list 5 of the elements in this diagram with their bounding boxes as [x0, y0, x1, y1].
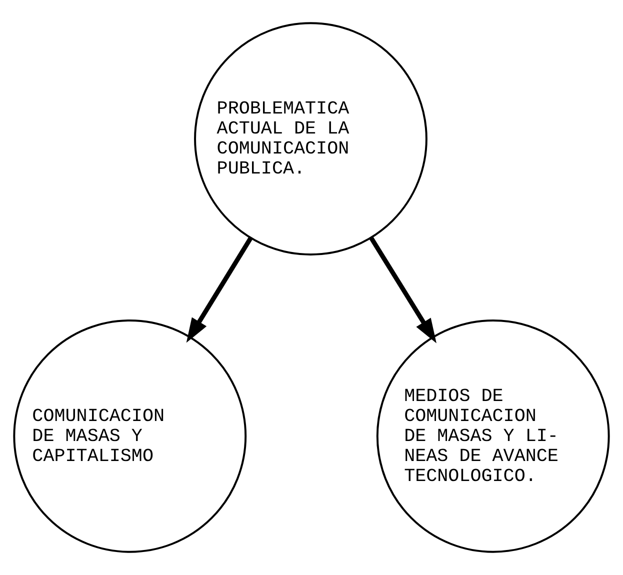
node-circle: PROBLEMATICA ACTUAL DE LA COMUNICACION PUBLICA.: [194, 22, 428, 256]
node-circle: COMUNICACION DE MASAS Y CAPITALISMO: [13, 319, 247, 553]
arrow: [369, 236, 436, 344]
node-circle: MEDIOS DE COMUNICACION DE MASAS Y LI- NEAS DE AVANCE TECNOLOGICO.: [376, 319, 610, 553]
arrow: [186, 236, 253, 343]
